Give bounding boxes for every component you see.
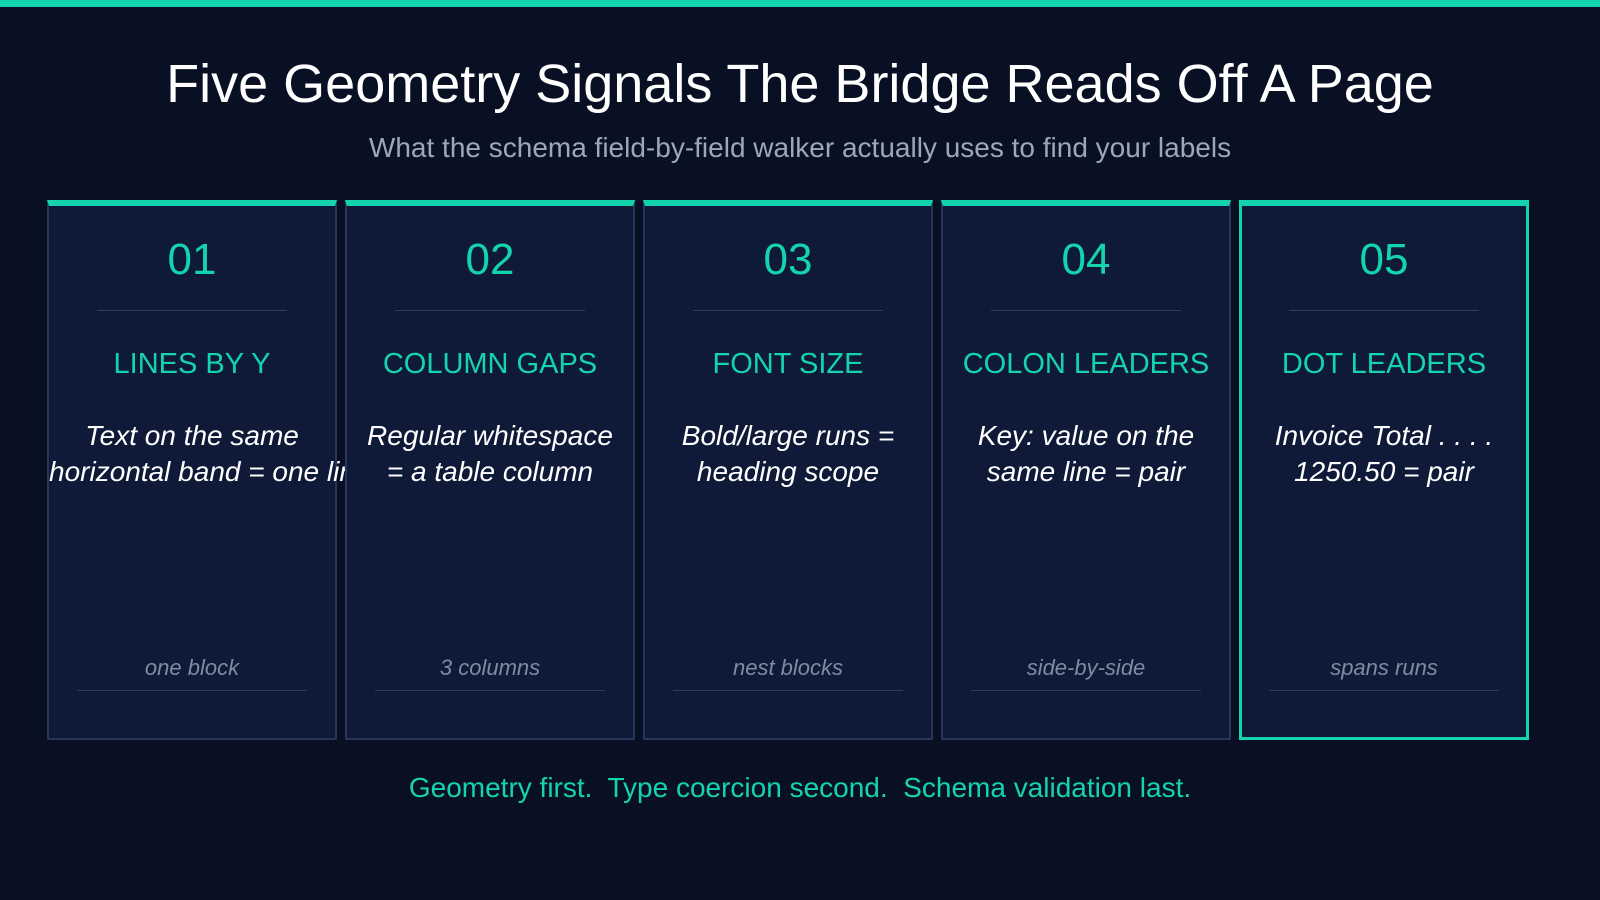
signal-card-font-size: 03 FONT SIZE Bold/large runs = heading s… — [643, 200, 933, 740]
card-description-line: Regular whitespace — [367, 420, 613, 451]
card-name: COLON LEADERS — [962, 348, 1210, 380]
signal-card-dot-leaders: 05 DOT LEADERS Invoice Total . . . . 125… — [1239, 200, 1529, 740]
card-description: Key: value on the same line = pair — [943, 418, 1229, 490]
card-description-line: heading scope — [696, 456, 880, 487]
card-description-line: = a table column — [386, 456, 594, 487]
card-name: DOT LEADERS — [1281, 348, 1487, 380]
signal-card-lines-by-y: 01 LINES BY Y Text on the same horizonta… — [47, 200, 371, 740]
card-footnote: nest blocks — [732, 655, 844, 680]
signal-card-colon-leaders: 04 COLON LEADERS Key: value on the same … — [941, 200, 1231, 740]
card-number: 04 — [1061, 235, 1111, 284]
card-divider — [991, 310, 1181, 311]
page-title: Five Geometry Signals The Bridge Reads O… — [166, 54, 1434, 114]
card-divider-bottom — [971, 690, 1201, 691]
card-divider — [97, 310, 287, 311]
card-description: Invoice Total . . . . 1250.50 = pair — [1242, 418, 1526, 490]
card-number: 05 — [1359, 235, 1409, 284]
card-divider — [693, 310, 883, 311]
card-description-line: horizontal band = one line — [49, 456, 371, 487]
page-subtitle: What the schema field-by-field walker ac… — [368, 132, 1232, 163]
card-divider-bottom — [77, 690, 307, 691]
signal-cards: 01 LINES BY Y Text on the same horizonta… — [47, 200, 1555, 740]
card-footnote: spans runs — [1330, 655, 1438, 680]
card-number: 02 — [465, 235, 515, 284]
card-description-line: Text on the same — [85, 420, 299, 451]
card-name: LINES BY Y — [113, 348, 271, 380]
card-divider — [395, 310, 585, 311]
accent-top-bar — [0, 0, 1600, 7]
card-number: 03 — [763, 235, 813, 284]
footer-tagline: Geometry first. Type coercion second. Sc… — [408, 772, 1192, 803]
card-footnote: side-by-side — [1026, 655, 1146, 680]
card-divider-bottom — [375, 690, 605, 691]
card-description-line: Bold/large runs = — [681, 420, 895, 451]
card-description: Bold/large runs = heading scope — [645, 418, 931, 490]
card-footnote: 3 columns — [439, 655, 541, 680]
card-name: COLUMN GAPS — [382, 348, 598, 380]
card-number: 01 — [167, 235, 217, 284]
card-description: Regular whitespace = a table column — [347, 418, 633, 490]
card-divider-bottom — [1269, 690, 1499, 691]
card-divider — [1289, 310, 1479, 311]
card-footnote: one block — [144, 655, 240, 680]
card-description: Text on the same horizontal band = one l… — [49, 418, 371, 490]
signal-card-column-gaps: 02 COLUMN GAPS Regular whitespace = a ta… — [345, 200, 635, 740]
card-description-line: Invoice Total . . . . — [1274, 420, 1494, 451]
card-description-line: Key: value on the — [977, 420, 1195, 451]
card-divider-bottom — [673, 690, 903, 691]
card-description-line: 1250.50 = pair — [1294, 456, 1474, 487]
card-name: FONT SIZE — [712, 348, 864, 380]
card-description-line: same line = pair — [986, 456, 1186, 487]
